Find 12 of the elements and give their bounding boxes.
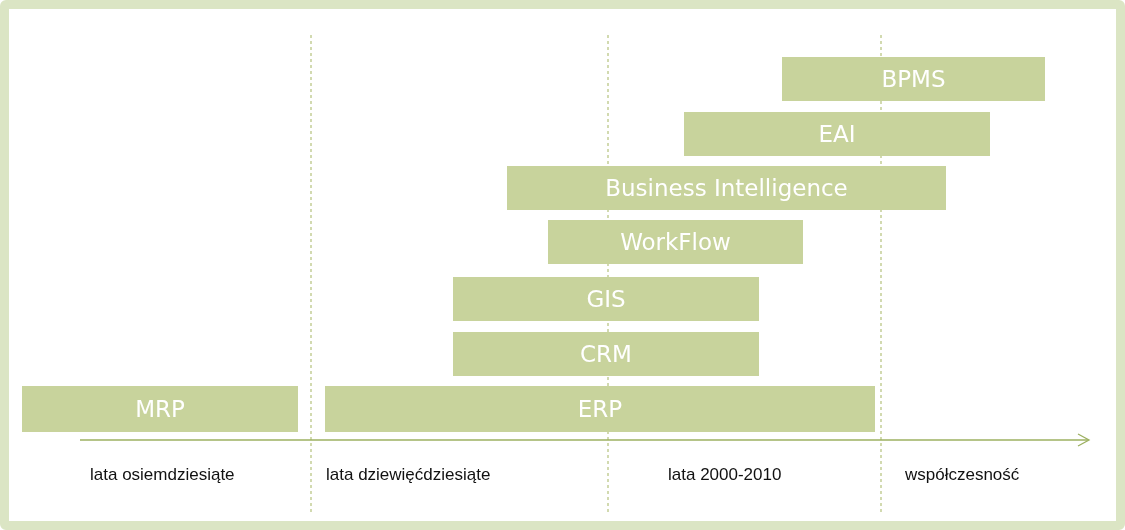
timeline-bar: BPMS <box>782 57 1045 101</box>
timeline-bar: GIS <box>453 277 759 321</box>
timeline-bar: CRM <box>453 332 759 376</box>
period-label: lata osiemdziesiąte <box>90 465 235 485</box>
timeline-bar: Business Intelligence <box>507 166 946 210</box>
timeline-bar: ERP <box>325 386 875 432</box>
period-label: współczesność <box>905 465 1020 485</box>
period-label: lata dziewięćdziesiąte <box>326 465 491 485</box>
period-label: lata 2000-2010 <box>668 465 782 485</box>
timeline-bar: MRP <box>22 386 298 432</box>
timeline-bar: WorkFlow <box>548 220 803 264</box>
timeline-bar: EAI <box>684 112 990 156</box>
